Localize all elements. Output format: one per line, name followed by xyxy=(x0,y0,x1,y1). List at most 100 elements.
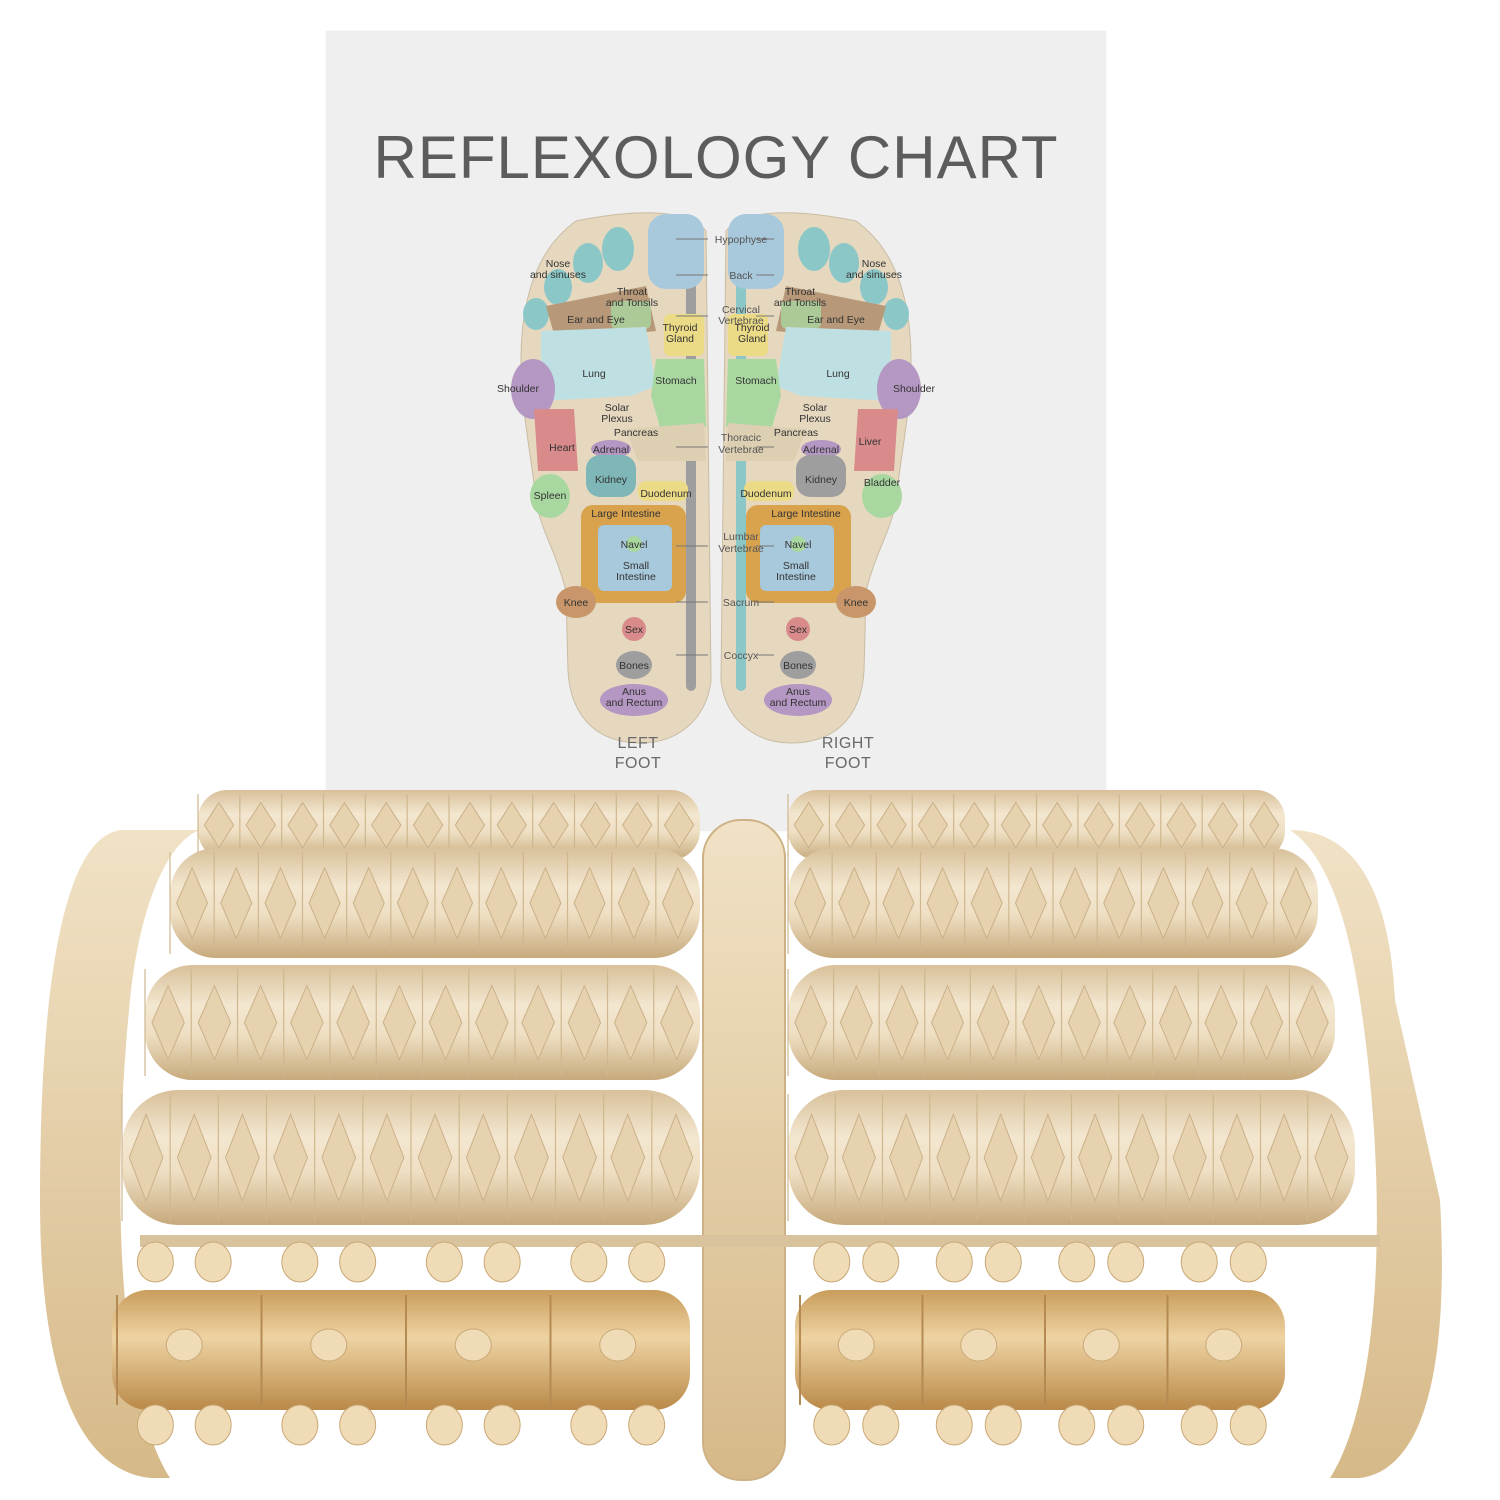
roller-knob xyxy=(617,866,650,940)
roller-knob xyxy=(329,801,360,849)
roller-knob xyxy=(838,866,871,940)
roller-knob xyxy=(1249,801,1280,849)
roller-knob xyxy=(412,801,444,849)
right-foot-toe xyxy=(829,243,859,283)
roller-knob xyxy=(610,1112,646,1203)
roller-knob xyxy=(983,1112,1018,1203)
roller-knob xyxy=(1219,1112,1254,1203)
roller-knob xyxy=(794,984,828,1061)
roller-knob xyxy=(1022,984,1056,1061)
left-foot-navel-zone xyxy=(626,536,642,552)
roller-knob xyxy=(396,866,429,940)
right-foot-toe xyxy=(883,298,909,330)
roller-knob xyxy=(1204,984,1238,1061)
roller-knob xyxy=(1172,1112,1207,1203)
left-foot-adrenal-zone xyxy=(591,440,631,458)
massage-nub xyxy=(984,1404,1022,1446)
roller-knob xyxy=(1125,1112,1160,1203)
left-foot-knee-zone xyxy=(556,586,596,618)
roller-knob xyxy=(1207,801,1238,849)
roller-knob xyxy=(885,984,919,1061)
left-foot-throat-zone xyxy=(611,301,651,329)
roller-knob xyxy=(1166,801,1197,849)
roller-knob xyxy=(1000,801,1031,849)
right-label-nose-1: Nose xyxy=(862,258,887,270)
small-roller xyxy=(112,1290,690,1410)
right-foot-kidney-zone xyxy=(796,455,846,497)
right-label-bladder: Bladder xyxy=(864,477,901,489)
roller-knob xyxy=(465,1112,501,1203)
massage-nub xyxy=(1107,1404,1145,1446)
roller-knob xyxy=(889,1112,924,1203)
roller-knob xyxy=(514,1112,549,1203)
roller-knob xyxy=(336,984,370,1061)
roller-knob xyxy=(835,801,866,849)
massage-nub xyxy=(281,1241,319,1283)
massage-nub xyxy=(1058,1404,1096,1446)
right-foot-navel-zone xyxy=(790,536,806,552)
roller-knob xyxy=(841,1112,876,1203)
small-roller xyxy=(795,1290,1285,1410)
right-label-lung: Lung xyxy=(826,368,850,380)
massage-nub xyxy=(935,1404,973,1446)
massage-nub xyxy=(339,1404,377,1446)
right-caption-line1: RIGHT xyxy=(821,735,875,752)
roller-knob xyxy=(308,866,341,940)
roller-knob xyxy=(529,866,562,940)
roller-knob xyxy=(1314,1112,1349,1203)
left-label-anus-1: Anus xyxy=(622,686,646,698)
roller-knob xyxy=(1279,866,1312,940)
left-foot xyxy=(511,212,712,744)
left-caption-line1: LEFT xyxy=(617,735,659,752)
center-label-7: Vertebrae xyxy=(718,543,764,555)
right-foot-small-intestine-zone xyxy=(760,525,834,591)
right-label-small_intestine-1: Small xyxy=(783,560,809,572)
left-foot-toe xyxy=(573,243,603,283)
roller-knob xyxy=(917,801,949,849)
center-label-1: Back xyxy=(729,270,753,282)
left-label-nose-1: Nose xyxy=(546,258,571,270)
right-foot-knee-zone xyxy=(836,586,876,618)
chart-title: REFLEXOLOGY CHART xyxy=(373,124,1059,191)
roller-knob xyxy=(663,801,695,849)
left-label-throat-2: and Tonsils xyxy=(606,297,658,309)
roller-knob xyxy=(176,1112,212,1203)
left-label-large_intestine: Large Intestine xyxy=(591,508,661,520)
roller-knob xyxy=(1059,866,1092,940)
roller-knob xyxy=(1083,801,1114,849)
right-label-anus-1: Anus xyxy=(786,686,810,698)
right-caption-line2: FOOT xyxy=(824,755,872,772)
roller-knob xyxy=(521,984,555,1061)
roller-knob xyxy=(794,1112,829,1203)
roller-knob xyxy=(496,801,527,849)
left-label-pancreas: Pancreas xyxy=(614,427,658,439)
left-label-bones: Bones xyxy=(619,660,649,672)
right-label-ear: Ear and Eye xyxy=(807,314,865,326)
massage-nub xyxy=(570,1404,608,1446)
center-label-8: Sacrum xyxy=(723,597,759,609)
left-foot-stomach-zone xyxy=(651,359,706,441)
right-label-bones: Bones xyxy=(783,660,813,672)
right-foot-lung-zone xyxy=(776,327,891,401)
massage-nub xyxy=(862,1404,900,1446)
left-foot-spleen-zone xyxy=(530,474,570,518)
roller-knob xyxy=(1295,984,1329,1061)
roller-knob xyxy=(321,1112,357,1203)
roller-knob xyxy=(882,866,915,940)
roller-knob xyxy=(959,801,990,849)
massage-nub xyxy=(425,1241,463,1283)
roller-knob xyxy=(428,984,463,1061)
left-label-spleen: Spleen xyxy=(534,490,567,502)
left-label-stomach: Stomach xyxy=(655,375,697,387)
right-label-solar-2: Plexus xyxy=(799,413,831,425)
left-label-duodenum: Duodenum xyxy=(640,488,692,500)
right-foot-big-toe xyxy=(728,214,784,289)
left-label-nose-2: and sinuses xyxy=(530,269,586,281)
right-end-frame xyxy=(1290,830,1442,1478)
roller-knob xyxy=(794,866,827,940)
massage-nub xyxy=(136,1404,174,1446)
left-foot-kidney-zone xyxy=(586,455,636,497)
left-label-solar-2: Plexus xyxy=(601,413,633,425)
roller-knob xyxy=(369,1112,405,1203)
